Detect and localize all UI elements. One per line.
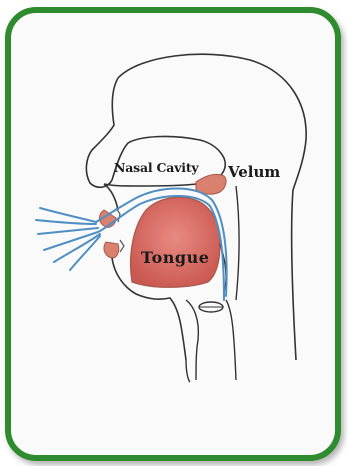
tongue-label: Tongue bbox=[141, 248, 209, 267]
velum-label: Velum bbox=[228, 163, 280, 181]
nasal-cavity-label: Nasal Cavity bbox=[114, 160, 198, 175]
